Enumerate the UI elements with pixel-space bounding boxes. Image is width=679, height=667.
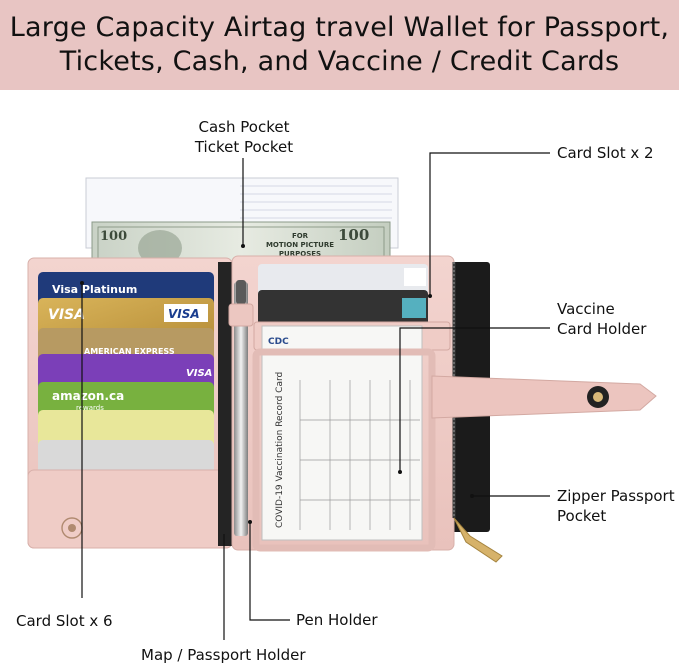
vaccine-card: CDC COVID-19 Vaccination Record Card [261, 325, 423, 541]
pen [234, 280, 248, 536]
bill-denomination-right: 100 [338, 226, 369, 244]
card-amazon-sub: rewards [76, 404, 104, 412]
callout-map-passport-holder: Map / Passport Holder [141, 646, 306, 664]
card-visa-platinum-label: Visa Platinum [52, 283, 137, 296]
card-stack-right [258, 264, 428, 330]
vaccine-window-frame [252, 348, 436, 552]
callout-pen-holder: Pen Holder [296, 611, 378, 629]
card-visa-gold-logo: VISA [168, 307, 200, 321]
card-amex-label: AMERICAN EXPRESS [84, 347, 175, 356]
card-visa-debit-logo: VISA [186, 368, 212, 379]
callout-vaccine-line-1: Vaccine [557, 300, 615, 318]
callout-ticket-pocket: Ticket Pocket [194, 138, 294, 156]
title-banner: Large Capacity Airtag travel Wallet for … [0, 0, 679, 90]
wallet-spine [218, 262, 234, 546]
callout-zipper-line-2: Pocket [557, 507, 607, 525]
banner-title-line-2: Tickets, Cash, and Vaccine / Credit Card… [59, 46, 620, 77]
pen-loop [228, 303, 254, 327]
left-lower-pocket [27, 469, 233, 549]
card-stack-left: Visa Platinum VISA VISA AMERICAN EXPRESS… [38, 272, 214, 496]
vaccine-card-title: COVID-19 Vaccination Record Card [275, 372, 285, 528]
bill-denomination-left: 100 [100, 229, 127, 244]
vaccine-card-cdc: CDC [268, 337, 289, 347]
snap-strap [431, 375, 657, 419]
callout-card-slot-6: Card Slot x 6 [16, 612, 113, 630]
bill-motion-line-3: PURPOSES [279, 250, 321, 258]
bill-motion-line-2: MOTION PICTURE [266, 241, 334, 249]
banner-title-line-1: Large Capacity Airtag travel Wallet for … [9, 12, 670, 43]
card-visa-gold-left: VISA [48, 307, 85, 323]
card-amazon-label: amazon.ca [52, 389, 124, 403]
callout-zipper-line-1: Zipper Passport [557, 487, 675, 505]
callout-cash-pocket: Cash Pocket [198, 118, 290, 136]
leader-lines [80, 152, 550, 640]
bill-motion-line-1: FOR [292, 232, 309, 240]
callout-vaccine-line-2: Card Holder [557, 320, 647, 338]
callout-card-slot-2: Card Slot x 2 [557, 144, 654, 162]
